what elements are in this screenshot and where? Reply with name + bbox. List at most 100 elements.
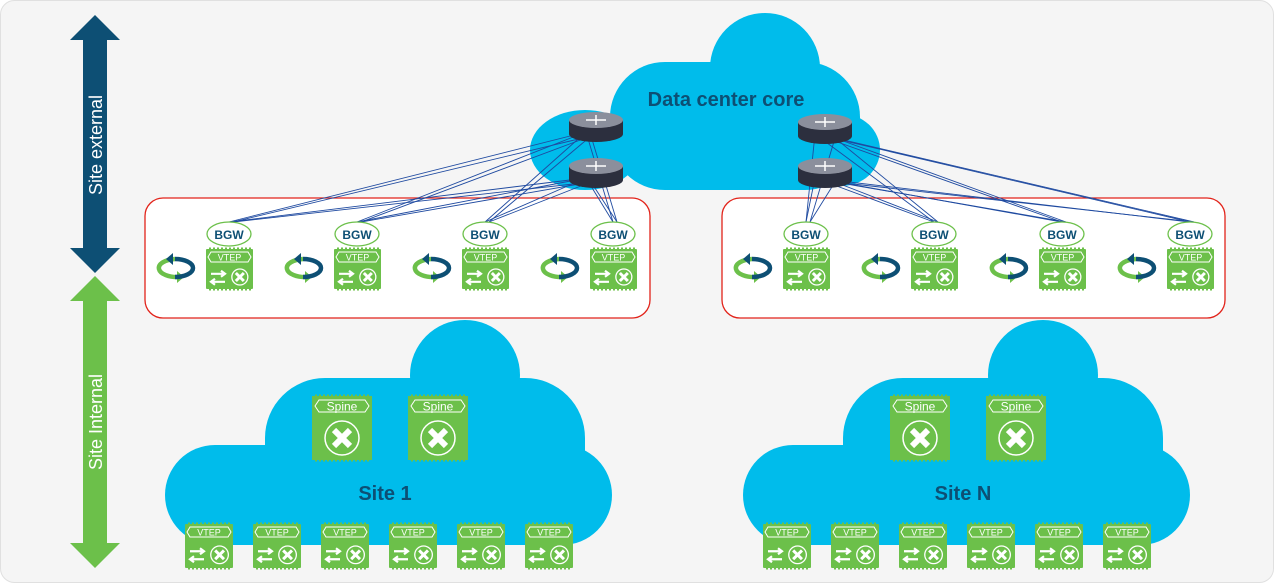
- border-gateway: BGW VTEP: [156, 221, 253, 291]
- link: [834, 181, 1067, 223]
- vtep-switch-icon: VTEP: [253, 522, 301, 570]
- arrows-icon: [1042, 269, 1060, 286]
- spine-label: Spine: [327, 400, 358, 414]
- link: [590, 181, 618, 223]
- link: [834, 181, 939, 223]
- link: [834, 137, 1195, 223]
- fabric-x-icon: [346, 545, 366, 565]
- link: [484, 131, 587, 223]
- vtep-switch-icon: VTEP: [590, 247, 637, 291]
- bgw-label: BGW: [214, 228, 244, 242]
- arrows-icon: [188, 547, 206, 564]
- vtep-label: VTEP: [979, 528, 1003, 538]
- vtep-label: VTEP: [474, 253, 498, 263]
- link: [834, 137, 1067, 223]
- vtep-label: VTEP: [1179, 253, 1203, 263]
- fabric-x-icon: [808, 268, 826, 286]
- vtep-label: VTEP: [775, 528, 799, 538]
- bgw-label: BGW: [791, 228, 821, 242]
- link: [356, 177, 587, 223]
- vtep-switch-icon: VTEP: [1035, 522, 1083, 570]
- border-gateway: BGW VTEP: [412, 221, 509, 291]
- link: [356, 131, 587, 223]
- vtep-label: VTEP: [197, 528, 221, 538]
- link: [360, 135, 592, 223]
- loop-arrows-icon: [156, 253, 196, 283]
- vtep-label: VTEP: [843, 528, 867, 538]
- arrows-icon: [786, 269, 804, 286]
- vtep-switch-icon: VTEP: [1103, 522, 1151, 570]
- site-external-arrow: [70, 15, 120, 273]
- loop-arrows-icon: [1117, 253, 1157, 283]
- vtep-switch-icon: VTEP: [185, 522, 233, 570]
- arrows-icon: [766, 547, 784, 564]
- loop-arrows-icon: [861, 253, 901, 283]
- bgw-label: BGW: [470, 228, 500, 242]
- fabric-x-icon: [1060, 545, 1080, 565]
- border-gateway: BGW VTEP: [733, 221, 830, 291]
- arrows-icon: [1170, 269, 1188, 286]
- fabric-x-icon: [482, 545, 502, 565]
- spine-switch: Spine: [312, 394, 372, 462]
- vtep-label: VTEP: [537, 528, 561, 538]
- vtep-switch-icon: VTEP: [206, 247, 253, 291]
- arrows-icon: [460, 547, 478, 564]
- vtep-label: VTEP: [795, 253, 819, 263]
- core-links: [228, 131, 1195, 223]
- vtep-label: VTEP: [333, 528, 357, 538]
- link: [484, 177, 587, 223]
- arrows-icon: [209, 269, 227, 286]
- fabric-x-icon: [856, 545, 876, 565]
- fabric-x-icon: [615, 268, 633, 286]
- vtep-label: VTEP: [218, 253, 242, 263]
- arrows-icon: [970, 547, 988, 564]
- site-internal-label: Site Internal: [86, 374, 106, 470]
- arrows-icon: [324, 547, 342, 564]
- arrows-icon: [256, 547, 274, 564]
- fabric-x-icon: [1128, 545, 1148, 565]
- loop-arrows-icon: [989, 253, 1029, 283]
- vtep-label: VTEP: [346, 253, 370, 263]
- site-label: Site N: [935, 483, 992, 505]
- vtep-label: VTEP: [1115, 528, 1139, 538]
- fabric-x-icon: [231, 268, 249, 286]
- fabric-x-icon: [324, 420, 360, 456]
- fabric-x-icon: [992, 545, 1012, 565]
- vtep-label: VTEP: [1051, 253, 1075, 263]
- arrows-icon: [834, 547, 852, 564]
- arrows-icon: [902, 547, 920, 564]
- link: [360, 181, 592, 223]
- arrows-icon: [528, 547, 546, 564]
- arrows-icon: [392, 547, 410, 564]
- bgw-label: BGW: [919, 228, 949, 242]
- spine-label: Spine: [905, 400, 936, 414]
- router-icon: [798, 114, 852, 144]
- arrows-icon: [914, 269, 932, 286]
- router-icon: [798, 158, 852, 188]
- vtep-switch-icon: VTEP: [783, 247, 830, 291]
- vtep-label: VTEP: [401, 528, 425, 538]
- vtep-switch-icon: VTEP: [462, 247, 509, 291]
- fabric-x-icon: [550, 545, 570, 565]
- loop-arrows-icon: [412, 253, 452, 283]
- fabric-x-icon: [1192, 268, 1210, 286]
- fabric-x-icon: [414, 545, 434, 565]
- site-label: Site 1: [358, 483, 411, 505]
- vtep-switch-icon: VTEP: [525, 522, 573, 570]
- core-label: Data center core: [648, 89, 805, 111]
- vtep-switch-icon: VTEP: [967, 522, 1015, 570]
- vtep-switch-icon: VTEP: [1039, 247, 1086, 291]
- loop-arrows-icon: [733, 253, 773, 283]
- bgw-group-1: [144, 197, 651, 319]
- vtep-label: VTEP: [265, 528, 289, 538]
- link: [228, 131, 587, 223]
- link: [834, 137, 939, 223]
- link: [809, 181, 836, 223]
- link: [814, 133, 935, 223]
- bgw-label: BGW: [342, 228, 372, 242]
- vtep-switch-icon: VTEP: [334, 247, 381, 291]
- spine-switch: Spine: [986, 394, 1046, 462]
